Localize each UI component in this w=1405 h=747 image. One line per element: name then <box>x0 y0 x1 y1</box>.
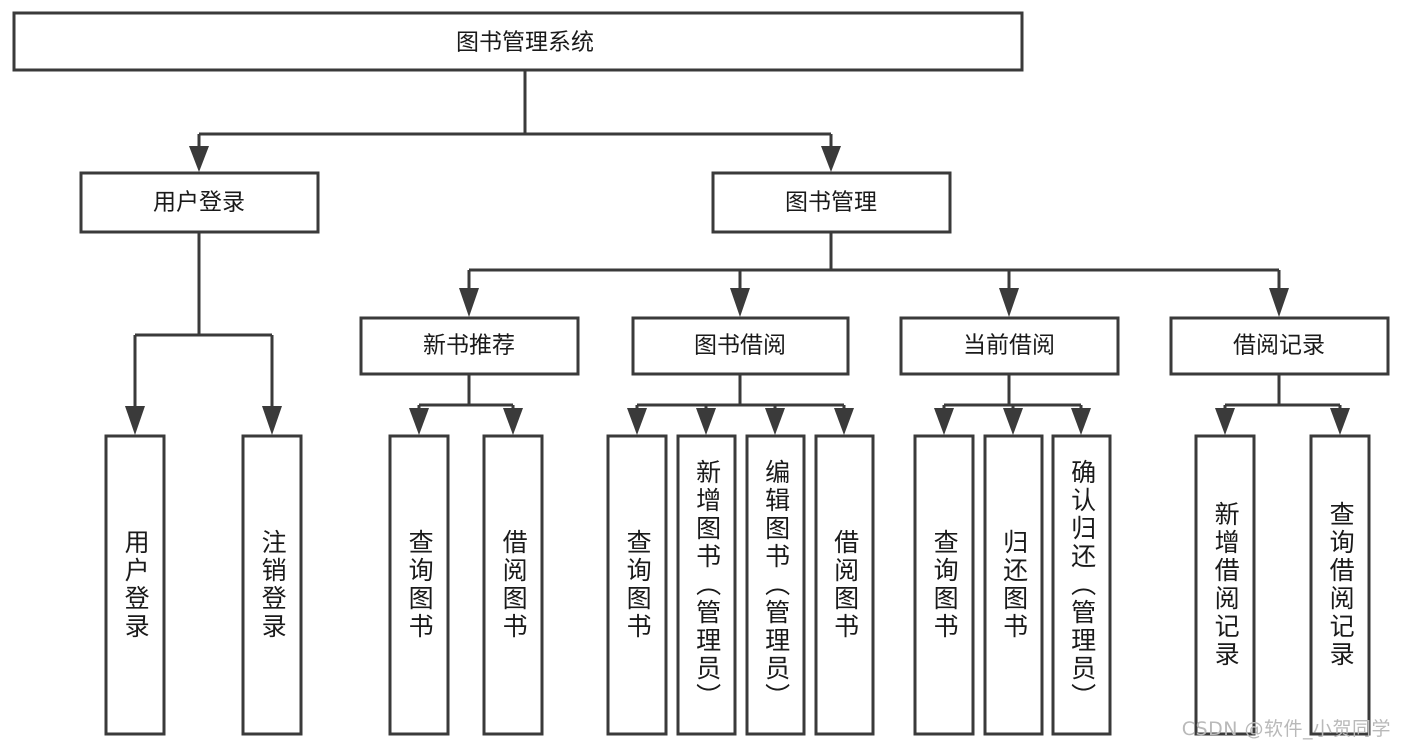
node-borrow-record[interactable]: 借阅记录 <box>1169 316 1390 376</box>
arrow-to-leaf-query-book-1 <box>409 408 429 435</box>
node-current-borrow[interactable]: 当前借阅 <box>899 316 1120 376</box>
arrow-to-current-borrow <box>999 288 1019 317</box>
node-leaf-add-record[interactable]: 新增借阅记录 <box>1194 434 1256 736</box>
user-login-box[interactable] <box>79 171 320 234</box>
arrow-to-new-book-rec <box>459 288 479 317</box>
leaf-borrow-book-1-label: 借阅图书 <box>499 529 529 641</box>
arrow-to-leaf-borrow-book-2 <box>834 408 854 435</box>
new-book-rec-label: 新书推荐 <box>423 333 515 359</box>
leaf-edit-book-label: 编辑图书（管理员） <box>761 459 791 711</box>
book-manage-box[interactable] <box>711 171 952 234</box>
leaf-return-book-label: 归还图书 <box>999 529 1029 641</box>
node-leaf-return-book[interactable]: 归还图书 <box>983 434 1044 736</box>
leaf-add-record-label: 新增借阅记录 <box>1211 501 1241 669</box>
borrow-record-box[interactable] <box>1169 316 1390 376</box>
user-login-label: 用户登录 <box>153 190 245 216</box>
arrow-to-leaf-user-login <box>125 406 145 435</box>
leaf-return-book-box[interactable] <box>983 434 1044 736</box>
root-box[interactable] <box>12 11 1024 72</box>
arrow-to-leaf-add-book <box>696 408 716 435</box>
node-book-manage[interactable]: 图书管理 <box>711 171 952 234</box>
current-borrow-label: 当前借阅 <box>963 333 1055 359</box>
leaf-add-book-box[interactable] <box>676 434 737 736</box>
node-leaf-query-book-2[interactable]: 查询图书 <box>606 434 668 736</box>
leaf-query-record-label: 查询借阅记录 <box>1326 501 1356 669</box>
book-borrow-box[interactable] <box>631 316 850 376</box>
leaf-user-login-box[interactable] <box>104 434 166 736</box>
borrow-record-label: 借阅记录 <box>1233 333 1325 359</box>
book-borrow-label: 图书借阅 <box>694 333 786 359</box>
leaf-logout-login-box[interactable] <box>241 434 303 736</box>
node-user-login[interactable]: 用户登录 <box>79 171 320 234</box>
leaf-confirm-return-label: 确认归还（管理员） <box>1067 459 1097 711</box>
leaf-borrow-book-2-box[interactable] <box>814 434 875 736</box>
leaf-add-record-box[interactable] <box>1194 434 1256 736</box>
leaf-query-record-box[interactable] <box>1309 434 1371 736</box>
arrow-to-leaf-borrow-book-1 <box>503 408 523 435</box>
arrow-to-book-borrow <box>730 288 750 317</box>
arrow-to-user-login <box>189 146 209 172</box>
root-label: 图书管理系统 <box>456 30 594 56</box>
node-root[interactable]: 图书管理系统 <box>12 11 1024 72</box>
leaf-edit-book-box[interactable] <box>745 434 806 736</box>
node-leaf-borrow-book-2[interactable]: 借阅图书 <box>814 434 875 736</box>
leaf-query-book-3-label: 查询图书 <box>930 529 960 641</box>
arrow-to-leaf-edit-book <box>765 408 785 435</box>
node-leaf-query-book-3[interactable]: 查询图书 <box>913 434 975 736</box>
new-book-rec-box[interactable] <box>359 316 580 376</box>
arrow-to-leaf-query-book-3 <box>934 408 954 435</box>
arrow-to-book-manage <box>821 146 841 172</box>
arrow-to-leaf-query-record <box>1330 408 1350 435</box>
leaf-confirm-return-box[interactable] <box>1051 434 1112 736</box>
leaf-query-book-2-box[interactable] <box>606 434 668 736</box>
node-leaf-logout-login[interactable]: 注销登录 <box>241 434 303 736</box>
leaf-borrow-book-1-box[interactable] <box>482 434 544 736</box>
node-book-borrow[interactable]: 图书借阅 <box>631 316 850 376</box>
node-leaf-confirm-return[interactable]: 确认归还（管理员） <box>1051 434 1112 736</box>
node-leaf-user-login[interactable]: 用户登录 <box>104 434 166 736</box>
arrow-to-borrow-record <box>1269 288 1289 317</box>
node-leaf-add-book[interactable]: 新增图书（管理员） <box>676 434 737 736</box>
book-manage-label: 图书管理 <box>785 190 877 216</box>
node-new-book-rec[interactable]: 新书推荐 <box>359 316 580 376</box>
leaf-query-book-1-box[interactable] <box>388 434 450 736</box>
arrow-to-leaf-query-book-2 <box>627 408 647 435</box>
leaf-logout-login-label: 注销登录 <box>258 529 288 641</box>
leaf-query-book-3-box[interactable] <box>913 434 975 736</box>
watermark: CSDN @软件_小贺同学 <box>1181 718 1391 740</box>
leaf-query-book-2-label: 查询图书 <box>623 529 653 641</box>
connector-layer <box>125 70 1350 435</box>
leaf-borrow-book-2-label: 借阅图书 <box>830 529 860 641</box>
current-borrow-box[interactable] <box>899 316 1120 376</box>
leaf-add-book-label: 新增图书（管理员） <box>692 459 722 711</box>
node-leaf-borrow-book-1[interactable]: 借阅图书 <box>482 434 544 736</box>
node-leaf-query-record[interactable]: 查询借阅记录 <box>1309 434 1371 736</box>
leaf-query-book-1-label: 查询图书 <box>405 529 435 641</box>
leaf-user-login-label: 用户登录 <box>121 529 151 641</box>
arrow-to-leaf-logout-login <box>262 406 282 435</box>
arrow-to-leaf-confirm-return <box>1071 408 1091 435</box>
node-leaf-edit-book[interactable]: 编辑图书（管理员） <box>745 434 806 736</box>
arrow-to-leaf-add-record <box>1215 408 1235 435</box>
node-leaf-query-book-1[interactable]: 查询图书 <box>388 434 450 736</box>
arrow-to-leaf-return-book <box>1003 408 1023 435</box>
